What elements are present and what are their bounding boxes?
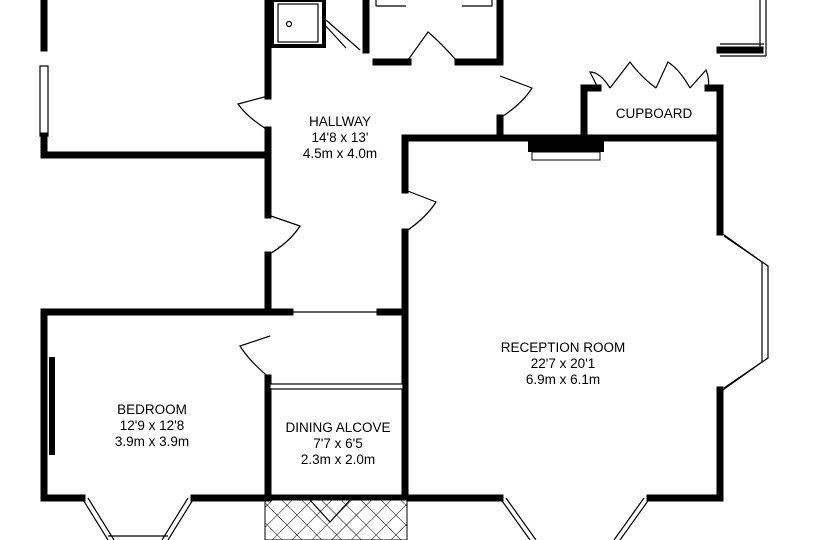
hallway-metric: 4.5m x 4.0m: [302, 146, 378, 161]
hallway-name: HALLWAY: [308, 114, 371, 129]
cupboard-walls: [580, 60, 724, 138]
reception-metric: 6.9m x 6.1m: [525, 372, 601, 387]
bedroom-metric: 3.9m x 3.9m: [114, 434, 190, 449]
bedroom-name: BEDROOM: [117, 402, 187, 417]
hallway-label: HALLWAY 14'8 x 13' 4.5m x 4.0m: [276, 114, 404, 162]
cupboard-name: CUPBOARD: [615, 106, 693, 121]
lattice-screen: [264, 499, 408, 540]
dining-label: DINING ALCOVE 7'7 x 6'5 2.3m x 2.0m: [272, 420, 404, 468]
dining-imperial: 7'7 x 6'5: [313, 436, 363, 451]
dining-alcove-walls: [264, 311, 409, 502]
dining-metric: 2.3m x 2.0m: [300, 452, 376, 467]
shower-tray: [270, 0, 347, 49]
cupboard-label: CUPBOARD: [596, 106, 712, 122]
reception-imperial: 22'7 x 20'1: [530, 356, 596, 371]
top-left-room: [39, 0, 272, 159]
dining-name: DINING ALCOVE: [285, 420, 391, 435]
bedroom-bay-window: [81, 497, 195, 540]
dining-partition-glazing: [269, 383, 404, 390]
bedroom-imperial: 12'9 x 12'8: [119, 418, 185, 433]
fireplace: [528, 138, 604, 161]
bedroom-label: BEDROOM 12'9 x 12'8 3.9m x 3.9m: [92, 402, 212, 450]
hallway-walls: [264, 0, 504, 392]
reception-bay-window-right: [719, 231, 769, 393]
reception-bay-window-bottom: [499, 497, 651, 540]
reception-walls: [401, 0, 767, 502]
bedroom-walls: [40, 308, 272, 502]
hallway-imperial: 14'8 x 13': [311, 130, 369, 145]
reception-label: RECEPTION ROOM 22'7 x 20'1 6.9m x 6.1m: [470, 340, 656, 388]
door-swings: [237, 19, 533, 379]
cloakroom-walls: [362, 0, 504, 66]
reception-name: RECEPTION ROOM: [500, 340, 626, 355]
top-left-window: [39, 65, 49, 137]
